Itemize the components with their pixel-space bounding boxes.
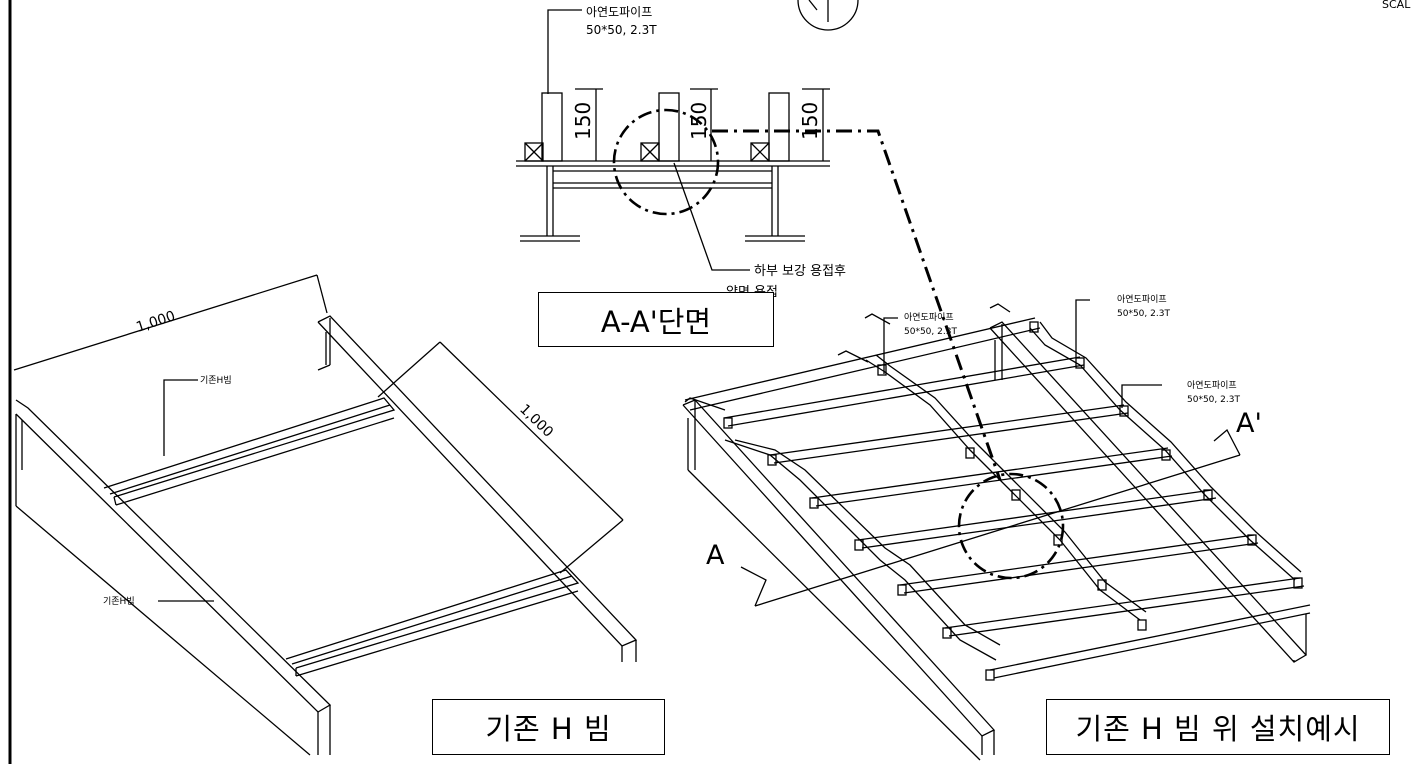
cut-mark-a-prime: A' bbox=[1236, 408, 1262, 439]
install-detail-circle bbox=[957, 472, 1065, 580]
cross-box-1 bbox=[524, 142, 544, 162]
section-dim-texts: 150 150 150 bbox=[571, 102, 822, 140]
scale-label: SCAL bbox=[1382, 0, 1411, 11]
section-view bbox=[516, 9, 830, 271]
section-pipe-label-line2: 50*50, 2.3T bbox=[586, 23, 657, 37]
existing-beam-view bbox=[13, 274, 638, 756]
install-pipe-label-2-line1: 아연도파이프 bbox=[1117, 294, 1167, 305]
install-view bbox=[682, 299, 1311, 761]
beam-label-top: 기존H빔 bbox=[200, 375, 232, 386]
section-dim-3: 150 bbox=[798, 102, 822, 140]
existing-beam-title-box: 기존 H 빔 bbox=[432, 699, 665, 755]
section-title: A-A'단면 bbox=[600, 304, 712, 339]
install-pipe-label-2-line2: 50*50, 2.3T bbox=[1117, 309, 1170, 319]
section-title-box: A-A'단면 bbox=[538, 292, 774, 347]
pipe-section-3 bbox=[768, 92, 790, 162]
existing-beam-title: 기존 H 빔 bbox=[485, 712, 612, 746]
section-dim-2: 150 bbox=[687, 102, 711, 140]
section-dim-1: 150 bbox=[571, 102, 595, 140]
section-pipe-label-line1: 아연도파이프 bbox=[586, 5, 652, 19]
cross-box-3 bbox=[750, 142, 770, 162]
cut-arrow-a bbox=[740, 566, 767, 607]
install-pipe-label-1-line1: 아연도파이프 bbox=[904, 312, 954, 323]
install-title-box: 기존 H 빔 위 설치예시 bbox=[1046, 699, 1390, 755]
install-pipe-label-3-line2: 50*50, 2.3T bbox=[1187, 395, 1240, 405]
weld-detail-circle bbox=[612, 108, 720, 216]
install-pipe-label-1-line2: 50*50, 2.3T bbox=[904, 327, 957, 337]
detail-reference-line bbox=[712, 129, 1002, 481]
pipe-section-2 bbox=[658, 92, 680, 162]
section-marker-symbol bbox=[797, 0, 859, 31]
dim-length-label: 1,000 bbox=[134, 308, 177, 336]
cross-box-2 bbox=[640, 142, 660, 162]
cut-arrow-a-prime bbox=[1213, 428, 1241, 456]
weld-note-line1: 하부 보강 용접후 bbox=[754, 264, 846, 279]
pipe-section-1 bbox=[541, 92, 563, 162]
beam-label-bottom: 기존H빔 bbox=[103, 596, 135, 607]
install-title: 기존 H 빔 위 설치예시 bbox=[1075, 712, 1361, 746]
install-pipe-label-3-line1: 아연도파이프 bbox=[1187, 380, 1237, 391]
cut-mark-a: A bbox=[706, 540, 725, 571]
